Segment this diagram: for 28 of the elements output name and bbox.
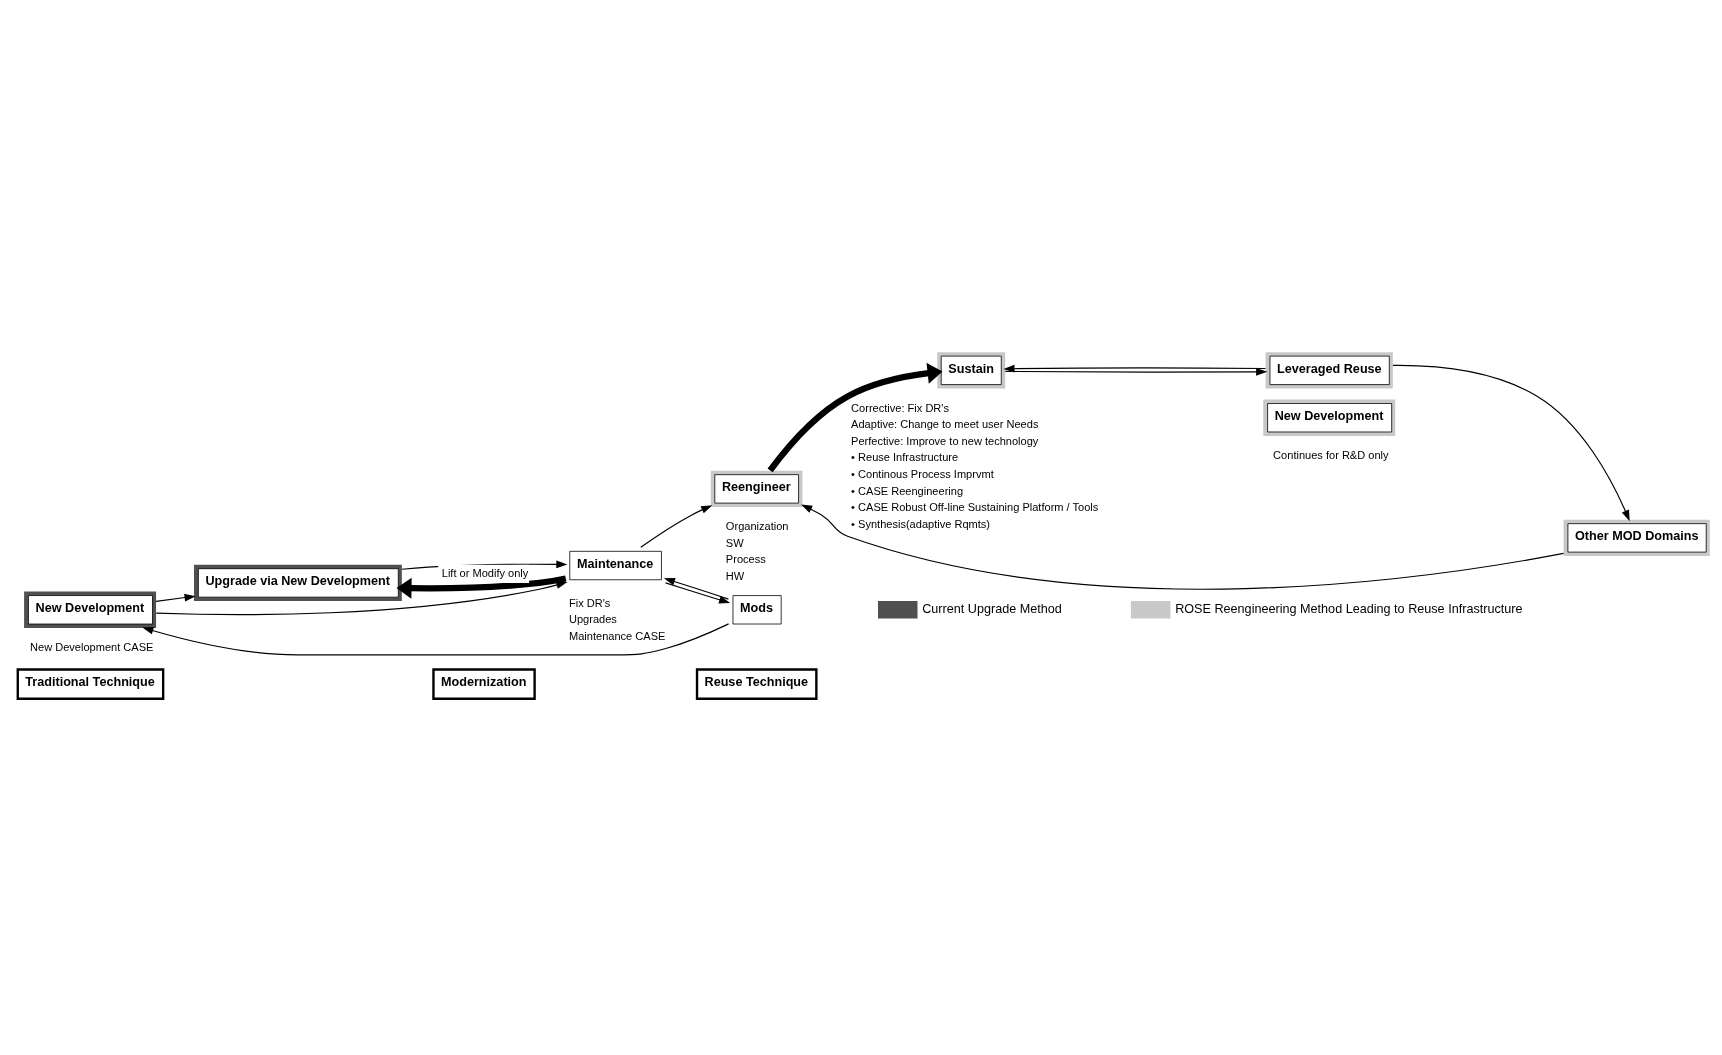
node-label: Maintenance CASE	[568, 629, 666, 642]
arrow	[767, 362, 943, 472]
node-label: Organization	[725, 519, 789, 532]
node-label: SW	[725, 536, 744, 549]
node-label: • CASE Robust Off-line Sustaining Platform / Tools	[851, 500, 1099, 513]
node-label: Continues for R&D only	[1273, 448, 1389, 461]
node-label: New Development CASE	[30, 640, 154, 653]
legend-label: Current Upgrade Method	[922, 601, 1062, 616]
node-label: Fix DR's	[568, 596, 611, 609]
edge-label: Lift or Modify only	[441, 566, 529, 579]
arrow	[1392, 364, 1630, 521]
arrow	[1004, 367, 1268, 376]
arrow	[1003, 364, 1267, 373]
arrow	[801, 504, 1565, 590]
node-label: • Continous Process Imprvmt	[851, 467, 994, 480]
arrow	[142, 622, 730, 655]
node-label: Upgrades	[568, 612, 617, 625]
node-label: Adaptive: Change to meet user Needs	[851, 417, 1039, 430]
arrow	[640, 504, 713, 548]
node-label: • Synthesis(adaptive Rqmts)	[851, 517, 991, 530]
node-label: Perfective: Improve to new technology	[851, 434, 1039, 447]
arrow	[155, 593, 196, 602]
legend-label: ROSE Reengineering Method Leading to Reuse Infrastructure	[1175, 601, 1523, 616]
node-label: • Reuse Infrastructure	[851, 450, 959, 463]
node-label: • CASE Reengineering	[851, 484, 964, 497]
node-label: Process	[725, 552, 766, 565]
node-label: Corrective: Fix DR's	[851, 401, 949, 414]
node-label: HW	[725, 569, 745, 582]
